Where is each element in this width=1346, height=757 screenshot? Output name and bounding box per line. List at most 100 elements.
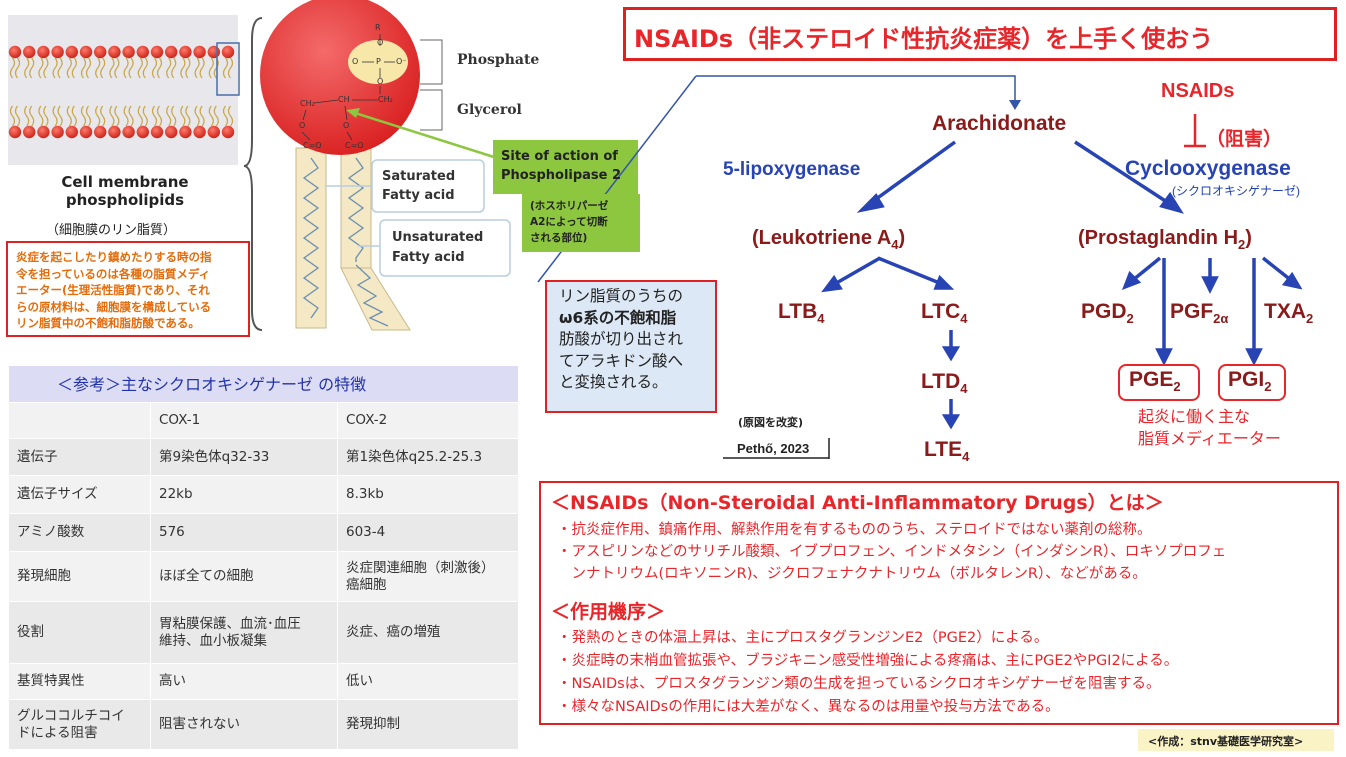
lipid-tail: [222, 57, 229, 79]
svg-text:O: O: [343, 121, 349, 130]
lipid-tail: [199, 105, 205, 127]
lipid-tail: [156, 57, 163, 79]
lipid-tail: [166, 57, 172, 79]
lipid-tail: [194, 105, 200, 127]
lipid-tail: [24, 105, 30, 127]
lipid-tail: [128, 105, 134, 127]
lipid-tail: [213, 105, 219, 127]
unsaturated-callout: [379, 219, 511, 277]
lipid-head: [136, 125, 149, 139]
table-row: 基質特異性高い低い: [8, 663, 519, 700]
lipid-tail: [9, 105, 16, 127]
lipid-tail: [151, 57, 158, 79]
lipid-head: [122, 125, 135, 139]
svg-text:C=O: C=O: [303, 141, 322, 150]
lipoxygenase-label: 5-lipoxygenase: [723, 159, 861, 180]
lipid-tail: [85, 105, 92, 127]
cox-table: ＜参考＞主なシクロオキシゲナーゼ の特徴 COX-1 COX-2 遺伝子第9染色…: [8, 365, 519, 750]
pgf2a-label: PGF2α: [1170, 300, 1229, 327]
membrane-background: [8, 15, 238, 165]
lipid-head: [221, 125, 235, 139]
unsaturated-tail: [340, 267, 411, 331]
glycerol-label: Glycerol: [457, 102, 522, 118]
credit-label: <作成：stnv基礎医学研究室>: [1148, 735, 1304, 748]
omega6-note: リン脂質のうちの ω6系の不飽和脂 肪酸が切り出され てアラキドン酸へ と変換さ…: [545, 280, 717, 413]
ltb4-label: LTB4: [778, 300, 825, 327]
lipid-tail: [142, 57, 148, 79]
lipid-head: [150, 125, 164, 139]
prostaglandin-label: (Prostaglandin H2): [1078, 227, 1252, 252]
lipid-tail: [71, 57, 77, 79]
lipid-tail: [100, 105, 106, 127]
mediator-note: 起炎に働く主な脂質メディエーター: [1138, 407, 1281, 448]
lipid-head: [23, 125, 36, 139]
credit-box: [1138, 729, 1334, 751]
lipid-head: [51, 45, 64, 59]
lipid-head: [221, 45, 235, 59]
lipid-tail: [14, 57, 21, 79]
lipid-tail: [171, 105, 177, 127]
pge2-label: PGE2: [1129, 368, 1181, 395]
ltd4-label: LTD4: [921, 370, 968, 397]
lipid-head: [37, 125, 50, 139]
pgd2-label: PGD2: [1081, 300, 1134, 327]
page-title: NSAIDs（非ステロイド性抗炎症薬）を上手く使おう: [634, 25, 1214, 53]
lipid-head: [8, 125, 22, 139]
membrane-caption-jp: （細胞膜のリン脂質）: [46, 223, 177, 238]
lipid-tail: [66, 105, 72, 127]
membrane-caption: Cell membrane phospholipids: [61, 173, 189, 209]
lipid-head: [193, 125, 206, 139]
lipid-tail: [123, 57, 129, 79]
lipid-tail: [109, 57, 115, 79]
lipid-head: [165, 125, 178, 139]
lipid-tail: [38, 57, 44, 79]
svg-text:C=O: C=O: [345, 141, 364, 150]
lipid-tail: [171, 57, 177, 79]
cyclooxygenase-label: Cyclooxygenase: [1125, 157, 1291, 180]
svg-text:O: O: [377, 77, 383, 86]
svg-text:O⁻: O⁻: [396, 57, 407, 66]
saturated-tail-1: [295, 147, 327, 329]
lipid-head: [179, 125, 192, 139]
lipid-head: [37, 45, 50, 59]
lipid-tail: [43, 57, 49, 79]
lipid-head: [165, 45, 178, 59]
lipid-tail: [114, 105, 120, 127]
lipid-tail: [38, 105, 44, 127]
lipid-head: [79, 45, 93, 59]
lipid-tail: [137, 105, 143, 127]
table-row: グルココルチコイドによる阻害 阻害されない発現抑制: [8, 699, 519, 750]
leukotriene-label: (Leukotriene A4): [752, 227, 906, 252]
lipid-head: [108, 45, 121, 59]
lipid-tail: [227, 57, 234, 79]
lipid-tail: [29, 105, 35, 127]
lipid-tail: [95, 57, 101, 79]
inhibit-label: （阻害）: [1206, 129, 1283, 150]
lipid-tail: [71, 105, 77, 127]
lipid-head: [79, 125, 93, 139]
lipid-tail: [185, 105, 191, 127]
table-row: 役割 胃粘膜保護、血流･血圧維持、血小板凝集 炎症、癌の増殖: [8, 601, 519, 664]
lipid-bilayer: [8, 45, 235, 139]
mechanism-heading: ＜作用機序＞: [551, 601, 666, 623]
table-header-empty: [8, 402, 151, 439]
lipid-tail: [29, 57, 35, 79]
lipid-head: [207, 125, 220, 139]
lipid-tail: [208, 57, 214, 79]
lipid-tail: [156, 105, 163, 127]
cyclooxygenase-jp: (シクロオキシゲナーゼ): [1172, 184, 1300, 198]
arachidonate-label: Arachidonate: [932, 112, 1067, 135]
title-box: NSAIDs（非ステロイド性抗炎症薬）を上手く使おう: [623, 7, 1337, 61]
lipid-tail: [109, 105, 115, 127]
lipid-head: [23, 45, 36, 59]
svg-text:O: O: [299, 121, 305, 130]
lipid-tail: [151, 105, 158, 127]
nsaids-label: NSAIDs: [1161, 80, 1235, 102]
svg-text:CH₂: CH₂: [300, 99, 315, 108]
